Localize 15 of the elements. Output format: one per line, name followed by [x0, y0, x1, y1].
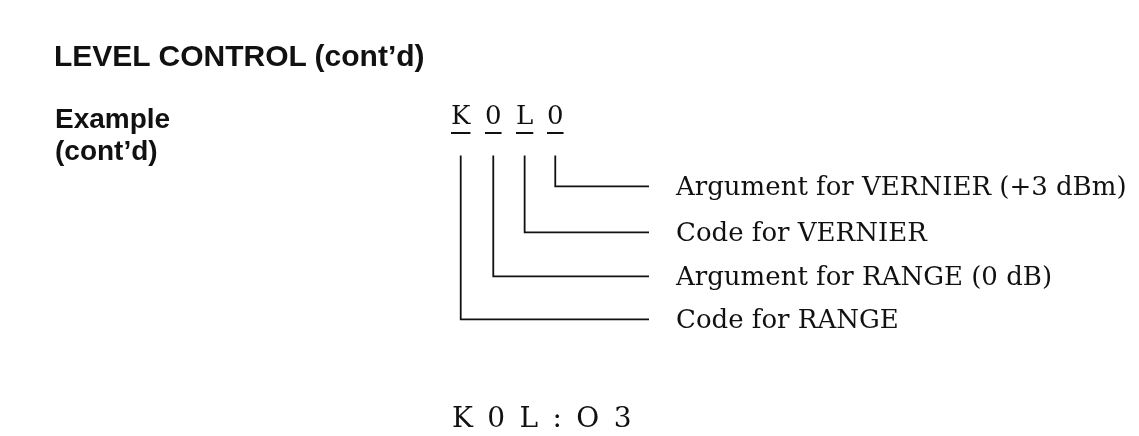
description-text: Code for VERNIER	[649, 218, 927, 247]
leader-line	[492, 154, 650, 278]
section-heading: Example (cont’d)	[55, 103, 172, 167]
leader-line	[523, 154, 650, 234]
code-character: L	[516, 101, 534, 156]
code-character: 0	[485, 101, 502, 156]
code-character: 0	[547, 101, 564, 156]
description-text: Argument for RANGE (0 dB)	[649, 262, 1053, 291]
command-string: K 0 L : O 3	[452, 403, 632, 434]
description-text: Argument for VERNIER (+3 dBm)	[649, 172, 1127, 201]
code-character: K	[451, 101, 471, 156]
page-title: LEVEL CONTROL (cont’d)	[54, 39, 425, 72]
leader-line	[459, 154, 650, 321]
leader-line	[554, 154, 650, 188]
description-text: Code for RANGE	[649, 305, 899, 334]
